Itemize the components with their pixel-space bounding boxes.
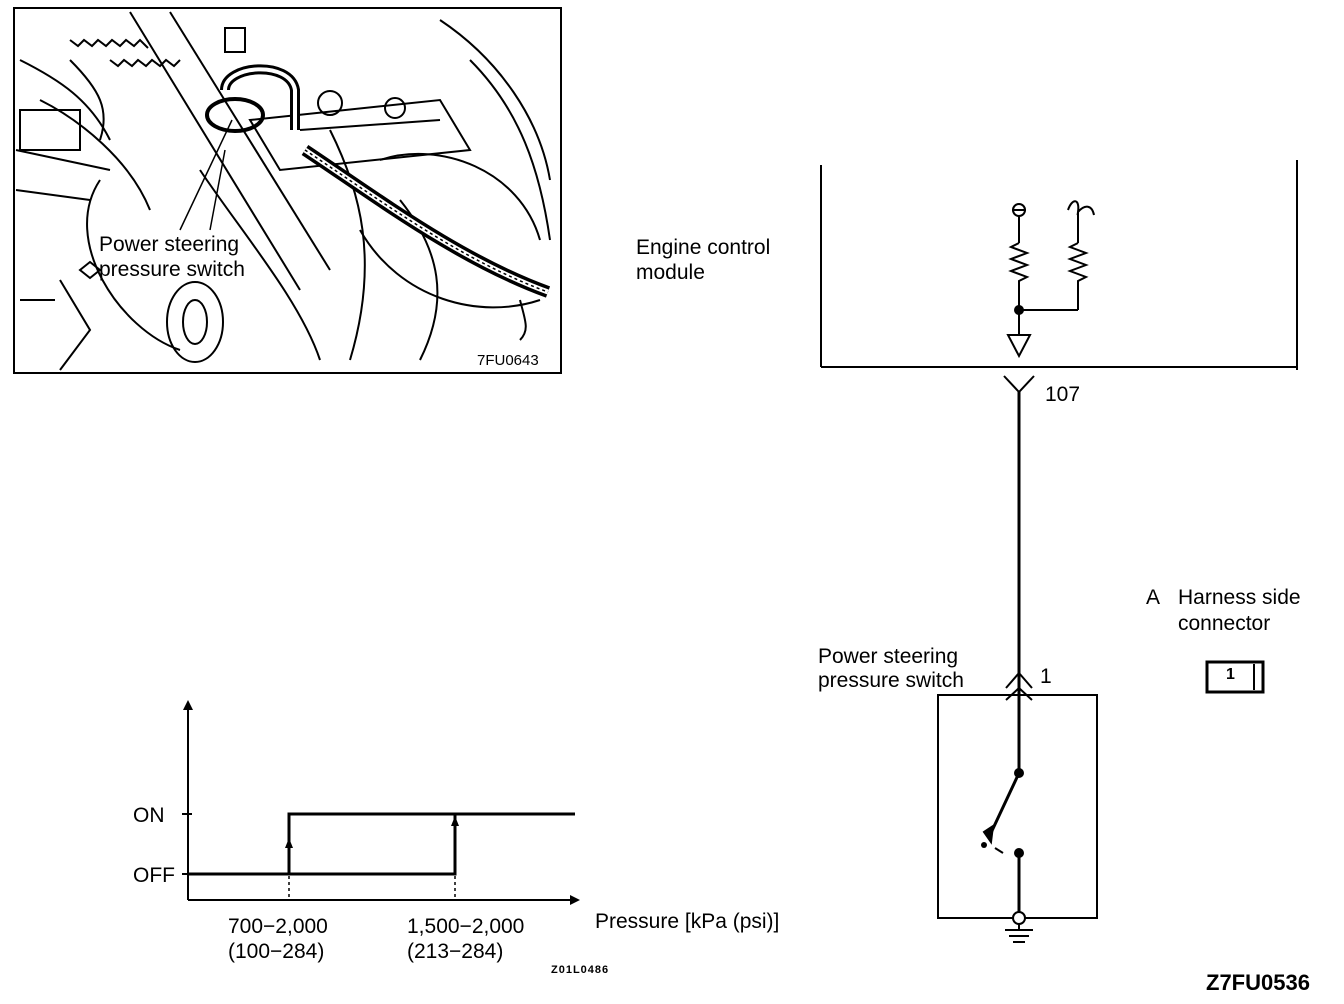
transition-arrow-up <box>285 838 293 848</box>
switch-pin-number: 1 <box>1040 665 1052 688</box>
illustration-switch-label-line2: pressure switch <box>99 258 245 281</box>
ecm-pullup-resistor <box>1008 242 1030 305</box>
ecm-pin-number: 107 <box>1045 383 1081 406</box>
harness-connector-icon <box>1205 660 1265 694</box>
chart-figure-code: Z01L0486 <box>551 964 610 976</box>
x-axis-arrow <box>570 895 580 905</box>
threshold-low-kpa: 700−2,000 <box>228 915 328 938</box>
switch-label-line2: pressure switch <box>818 669 964 692</box>
threshold-low-psi: (100−284) <box>228 940 325 963</box>
switch-label-line1: Power steering <box>818 645 959 668</box>
connector-title-line2: connector <box>1178 612 1271 635</box>
series-line-2 <box>188 812 575 876</box>
threshold-high-kpa: 1,500−2,000 <box>407 915 525 938</box>
y-tick-off: OFF <box>133 864 175 887</box>
switch-connector-symbol <box>1005 671 1033 689</box>
switch-contact-arm <box>988 772 1021 836</box>
threshold-high-psi: (213−284) <box>407 940 504 963</box>
ecm-input-resistor <box>1067 242 1089 310</box>
ecm-label-line2: module <box>636 261 705 284</box>
transition-arrow-down <box>451 816 459 826</box>
connector-pin-label: 1 <box>1226 666 1235 683</box>
connector-letter: A <box>1146 586 1161 609</box>
ecm-ground-symbol <box>1006 334 1032 359</box>
illustration-figure-code: 7FU0643 <box>477 352 539 369</box>
y-tick-on: ON <box>133 804 165 827</box>
series-line-1 <box>188 812 575 876</box>
y-axis-arrow <box>183 700 193 710</box>
wiring-figure-code: Z7FU0536 <box>1206 970 1310 995</box>
connector-title-line1: Harness side <box>1178 586 1301 609</box>
x-axis-label: Pressure [kPa (psi)] <box>595 910 780 933</box>
illustration-switch-label-line1: Power steering <box>99 233 240 256</box>
ecm-label-line1: Engine control <box>636 236 771 259</box>
